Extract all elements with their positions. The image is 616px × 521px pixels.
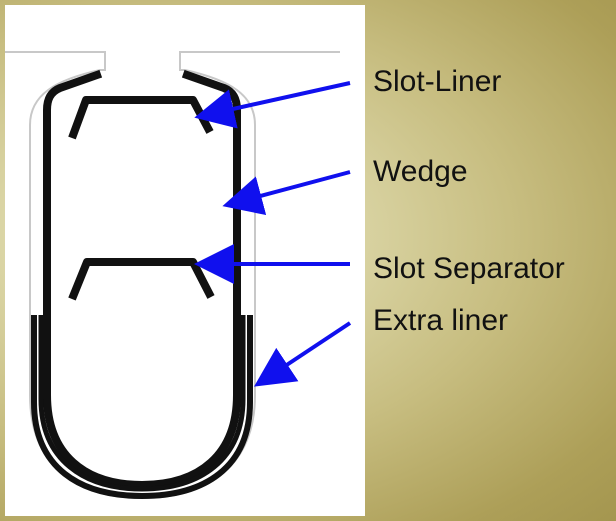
slot-liner-arrow	[194, 81, 351, 129]
extra-liner-arrow	[253, 321, 352, 387]
extra-liner-shape-outer	[31, 315, 253, 500]
extra-liner-label: Extra liner	[373, 304, 509, 337]
wedge-shape	[68, 96, 214, 140]
wedge-label: Wedge	[373, 155, 468, 188]
extra-liner-shape-inner	[38, 315, 246, 492]
slot-liner-label: Slot-Liner	[373, 65, 502, 98]
slot-separator-label: Slot Separator	[373, 252, 565, 285]
slot-separator-shape	[68, 258, 215, 301]
wedge-arrow	[222, 170, 351, 216]
